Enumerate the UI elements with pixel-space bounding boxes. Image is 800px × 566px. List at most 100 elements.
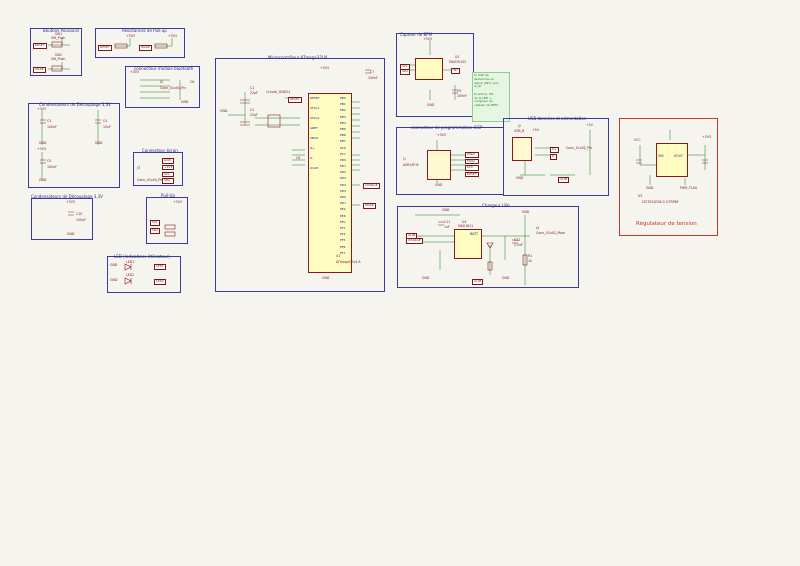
usb-data-pin: D- xyxy=(550,154,558,160)
capacitor-ref: C9 xyxy=(457,89,462,93)
capacitor-ref: C12 xyxy=(514,238,521,242)
connector-ref: J2 xyxy=(518,124,521,128)
net-label-reset: RESET xyxy=(33,43,47,49)
block-pullup: Résistances de Pull-up RESET WAKE +3V3 +… xyxy=(95,28,185,58)
mcu-pin: PD3 xyxy=(340,176,347,181)
chip-part: MAX1811 xyxy=(458,224,474,228)
display-pin: SDA xyxy=(162,178,175,184)
isp-pin: SCK xyxy=(465,165,479,171)
block-title: LED (indications Utilisateur) xyxy=(114,254,170,259)
design-note: Si l'ISP de déclenche un signal (INT) ve… xyxy=(472,72,510,122)
block-title: Microcontrôleur ATmega32U4 xyxy=(268,55,328,60)
isp-pin: MOSI xyxy=(465,158,479,165)
charger-chip xyxy=(454,229,482,259)
block-title: connecteur module bluetooth xyxy=(134,66,194,71)
resistor-value: 1k xyxy=(528,259,532,263)
power-label: +3V3 xyxy=(320,66,329,70)
block-decoupling-3v3: Condensateurs de Découplage 3,3V +3V3 C3… xyxy=(28,102,120,188)
capacitor-ref: C3 xyxy=(47,119,52,123)
connector-type: Conn_01x04_Pin xyxy=(137,178,164,182)
ground-label: GND xyxy=(522,210,530,214)
block-pullup-i2c: Pull-Up +3V3 SCL SDA xyxy=(146,193,188,244)
usb-connector xyxy=(512,137,532,161)
mcu-pin: PD1 xyxy=(340,164,347,169)
block-usb: USB données et alimentation J2 USB_B +5V… xyxy=(503,116,609,196)
chip-ref: U2 xyxy=(455,55,460,59)
charger-pin-batt: BATT xyxy=(470,232,478,236)
chip-ref: U5 xyxy=(638,194,643,198)
mcu-pin: VBUS xyxy=(310,136,319,140)
regulator-pin-vin: VIN xyxy=(658,154,664,158)
block-title: Condensateurs de Découplage 3,3V xyxy=(31,194,103,199)
switch-ref: SW2 xyxy=(55,53,63,57)
regulator-chip xyxy=(656,143,688,177)
capacitor-ref: C6 xyxy=(190,80,195,84)
isp-connector xyxy=(427,150,451,180)
net-label-wake: WAKE xyxy=(139,45,152,51)
capacitor-value: 100nF xyxy=(457,94,467,98)
connector-ref: J1 xyxy=(403,157,406,161)
mcu-pin: PB3 xyxy=(340,114,346,119)
isp-pin-list: MISO MOSI SCK RESET xyxy=(465,152,479,178)
block-mcu: Microcontrôleur ATmega32U4 +3V3 C1 22pF … xyxy=(215,55,385,292)
net-label-reset: RESET xyxy=(288,97,302,103)
connector-type: Conn_01x04_Pin xyxy=(160,86,187,90)
ground-label: GND xyxy=(95,141,103,145)
capacitor-value: 22pF xyxy=(250,113,258,117)
chip-ref: U1 xyxy=(336,254,341,258)
block-decoupling-3v3-b: Condensateurs de Découplage 3,3V +3V3 C1… xyxy=(31,194,103,240)
net-label-charge: CHARGE xyxy=(406,238,423,244)
crystal-ref: Crystal_GND24 xyxy=(266,90,291,94)
power-label: +3V3 xyxy=(423,37,432,41)
connector-ref: J5 xyxy=(160,80,163,84)
capacitor-ref: C10 xyxy=(76,212,83,216)
ground-label: GND xyxy=(435,183,443,187)
net-label-wake: WAKE xyxy=(363,203,376,209)
mcu-pin: D- xyxy=(310,156,314,160)
display-pin: GND xyxy=(162,158,175,164)
mcu-pin: PB0 xyxy=(340,96,346,100)
capacitor-ref: C1 xyxy=(250,86,255,90)
capacitor-value: 100nF xyxy=(368,76,378,80)
ground-label: GND xyxy=(427,103,435,107)
mcu-pin: PE2 xyxy=(340,207,346,212)
block-title: Boutons Poussoirs xyxy=(43,28,80,33)
block-title: Capteur de BPM xyxy=(400,32,433,37)
display-pin: +3V3 xyxy=(162,164,175,171)
regulator-title: Régulateur de tension xyxy=(636,221,697,227)
mcu-pin: PD0 xyxy=(340,157,347,162)
usb-data-pin: D+ xyxy=(550,147,559,153)
led-net-label: LED2 xyxy=(154,279,166,285)
power-label: +3V3 xyxy=(66,200,75,204)
switch-type: SW_Push xyxy=(51,36,66,40)
mcu-pin: PD2 xyxy=(340,170,347,175)
display-pin: SCL xyxy=(162,171,175,178)
connector-type: USB_B xyxy=(514,129,525,133)
ground-label: GND xyxy=(422,276,430,280)
chip-part: LTC3531ES6-3.3-TRPBF xyxy=(642,200,679,204)
power-label: +3V3 xyxy=(37,107,46,111)
mcu-pin: UCAP xyxy=(310,166,319,170)
mcu-pin: PB6 xyxy=(340,133,346,138)
chip-ref: U4 xyxy=(462,220,467,224)
mcu-pin: PB7 xyxy=(340,139,346,144)
ground-label: GND xyxy=(110,263,118,267)
mcu-pin: PF5 xyxy=(340,238,346,243)
net-label-alim: ALIM xyxy=(558,177,570,183)
power-label: +3V3 xyxy=(130,70,139,74)
led-ref: LED2 xyxy=(126,273,135,277)
block-charger: Chargeur LiPo GND C11 1uF ALIM CHARGE U4… xyxy=(397,203,579,288)
isp-pin: MISO xyxy=(465,152,479,158)
capacitor-value: 22pF xyxy=(250,91,258,95)
mcu-pin: PF1 xyxy=(340,225,346,230)
mcu-pin: PF7 xyxy=(340,250,346,255)
capacitor-value: 10uF xyxy=(103,125,111,129)
mcu-pin: PF0 xyxy=(340,219,346,224)
capacitor-value: 100nF xyxy=(47,165,57,169)
mcu-chip xyxy=(308,93,352,273)
net-label-alim: ALIM xyxy=(472,279,484,285)
mcu-pin: PB5 xyxy=(340,126,346,131)
chip-part: ATmega32U4-A xyxy=(336,260,361,264)
block-title: connecteur de programmation ICSP xyxy=(411,125,483,130)
mcu-pin: XTAL1 xyxy=(310,106,320,110)
